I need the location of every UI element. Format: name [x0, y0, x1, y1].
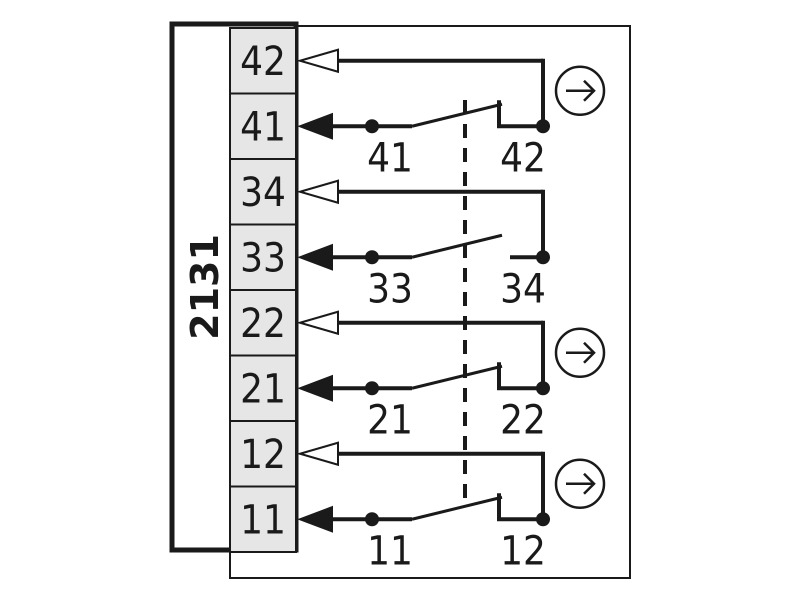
terminal-cell — [229, 420, 297, 488]
switch-blade — [411, 364, 503, 390]
fixed-contact — [497, 362, 543, 391]
terminal-label: 34 — [240, 170, 286, 216]
arrow-head — [583, 79, 596, 102]
fixed-contact — [497, 100, 543, 129]
contact-dot — [536, 250, 550, 265]
contact-output-label: 42 — [500, 135, 546, 181]
terminal-cell — [229, 289, 297, 357]
filled-arrow-icon — [297, 374, 333, 402]
filled-arrow-icon — [297, 112, 333, 140]
arrow-head — [583, 341, 596, 364]
filled-arrow-icon — [297, 243, 333, 271]
terminal-cell — [229, 92, 297, 160]
contact-dot — [536, 119, 550, 134]
terminal-label: 41 — [240, 104, 286, 150]
contact-common-label: 21 — [367, 397, 413, 443]
open-arrow-icon — [296, 310, 339, 336]
switch-blade — [411, 233, 503, 259]
contact-output-label: 34 — [500, 266, 546, 312]
contact-common-label: 41 — [367, 135, 413, 181]
open-arrow-icon — [296, 179, 339, 205]
positive-opening-symbols — [554, 65, 606, 509]
terminal-cell — [229, 158, 297, 226]
terminal-label: 22 — [240, 301, 286, 347]
fixed-contact — [497, 493, 543, 522]
terminal-label: 21 — [240, 366, 286, 412]
contact-dot — [536, 381, 550, 396]
contact-dot — [536, 512, 550, 527]
arrow-head — [583, 472, 596, 495]
terminal-label: 33 — [240, 235, 286, 281]
contact-common-label: 11 — [367, 528, 413, 574]
terminal-block: 42 41 34 33 22 21 12 11 — [229, 27, 297, 553]
contact-common-label: 33 — [367, 266, 413, 312]
terminal-cell — [229, 354, 297, 422]
contact-group: 41 42 33 34 21 22 11 12 — [296, 48, 550, 574]
contact-output-label: 22 — [500, 397, 546, 443]
terminal-cell — [229, 485, 297, 553]
open-arrow-icon — [296, 48, 339, 74]
terminal-label: 11 — [240, 497, 286, 543]
filled-arrow-icon — [297, 505, 333, 533]
contact-output-label: 12 — [500, 528, 546, 574]
terminal-label: 42 — [240, 39, 286, 85]
terminal-label: 12 — [240, 432, 286, 478]
switch-blade — [411, 495, 503, 521]
switch-blade — [411, 102, 503, 128]
device-model-label: 2131 — [183, 234, 227, 340]
open-arrow-icon — [296, 441, 339, 467]
